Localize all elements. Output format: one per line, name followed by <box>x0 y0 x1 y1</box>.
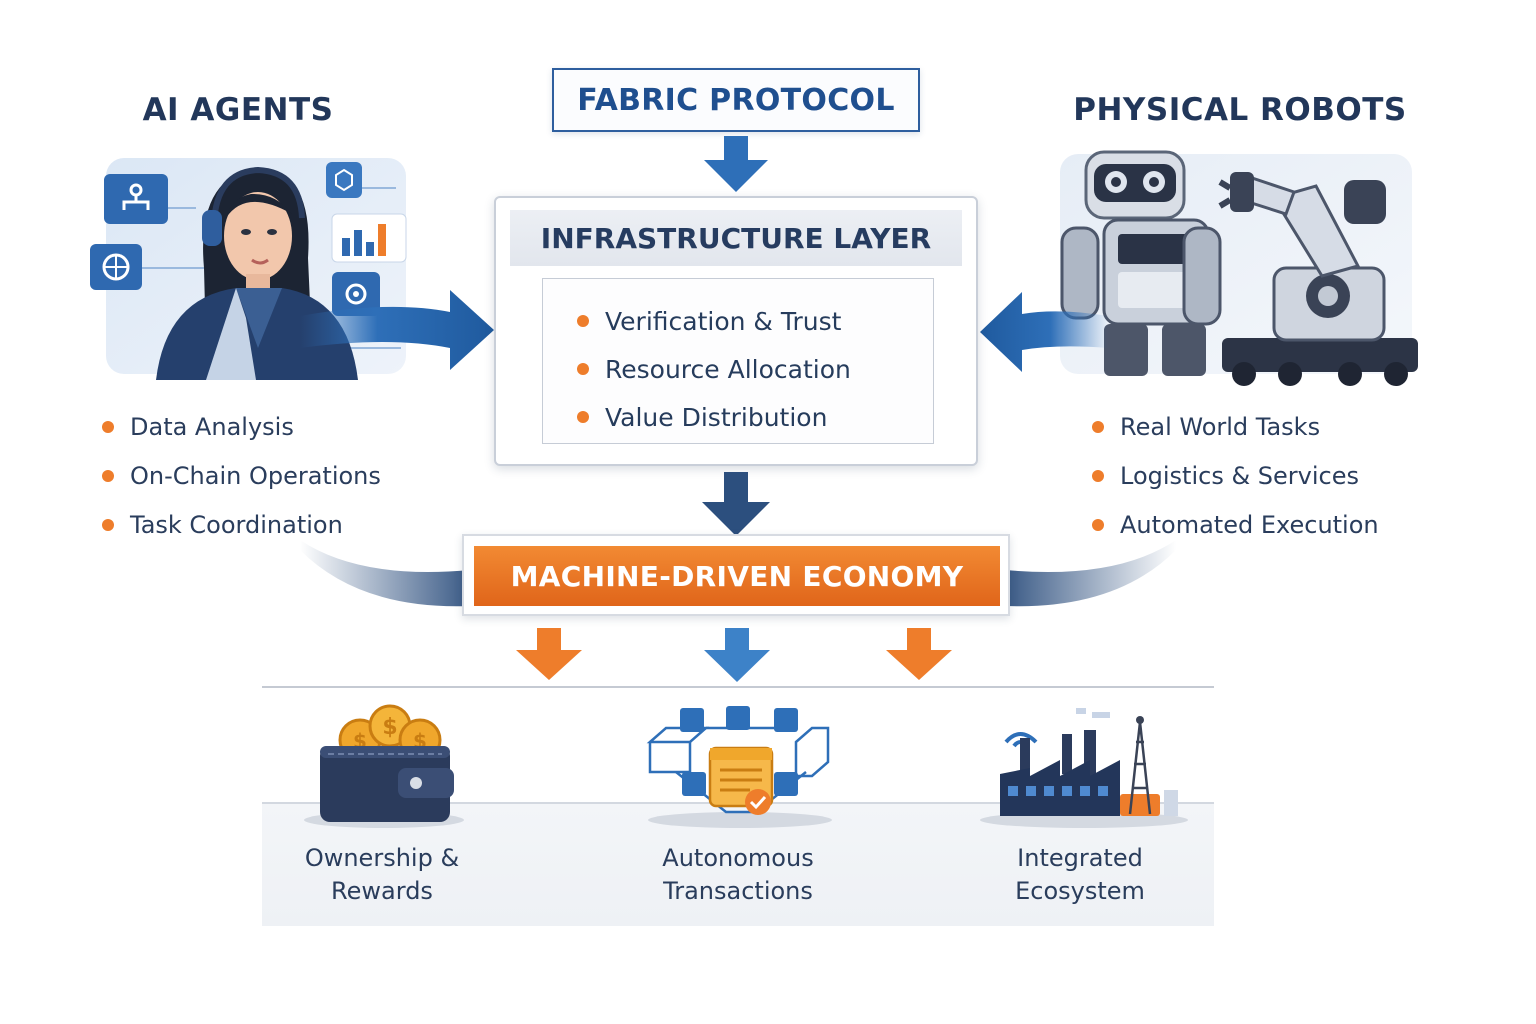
list-item-label: Real World Tasks <box>1120 412 1321 441</box>
caption-line: Rewards <box>331 877 433 905</box>
list-item: Real World Tasks <box>1092 402 1412 451</box>
arrow-left-icon <box>980 292 1108 372</box>
list-item-label: Data Analysis <box>130 412 294 441</box>
arrow-right-icon <box>300 290 494 370</box>
caption-line: Ownership & <box>304 844 460 872</box>
bullet-dot-icon <box>1092 420 1104 433</box>
outcome-caption: Integrated Ecosystem <box>960 842 1200 908</box>
bullet-dot-icon <box>577 363 589 375</box>
infrastructure-list: Verification & Trust Resource Allocation… <box>542 278 934 444</box>
arrow-down-orange-icon <box>886 628 952 680</box>
list-item: Value Distribution <box>577 393 933 441</box>
list-item: Task Coordination <box>102 500 422 549</box>
list-item-label: Verification & Trust <box>605 306 842 336</box>
physical-robots-title: PHYSICAL ROBOTS <box>1073 92 1407 128</box>
bullet-dot-icon <box>1092 469 1104 482</box>
ai-agents-title: AI AGENTS <box>142 92 334 128</box>
fabric-protocol-box: FABRIC PROTOCOL <box>552 68 920 132</box>
arrow-down-icon <box>702 472 770 536</box>
bullet-dot-icon <box>102 420 114 433</box>
caption-line: Integrated <box>1017 844 1143 872</box>
caption-line: Ecosystem <box>1015 877 1145 905</box>
arrow-down-orange-icon <box>516 628 582 680</box>
list-item: Resource Allocation <box>577 345 933 393</box>
outcome-caption: Ownership & Rewards <box>262 842 502 908</box>
list-item: Data Analysis <box>102 402 422 451</box>
fabric-protocol-label: FABRIC PROTOCOL <box>577 82 895 118</box>
ai-agents-list: Data Analysis On-Chain Operations Task C… <box>102 402 422 549</box>
list-item-label: Task Coordination <box>130 510 343 539</box>
arrow-down-icon <box>704 136 768 192</box>
blockchain-document-icon <box>646 706 832 828</box>
list-item: On-Chain Operations <box>102 451 422 500</box>
list-item-label: Resource Allocation <box>605 354 851 384</box>
physical-robots-list: Real World Tasks Logistics & Services Au… <box>1092 402 1412 549</box>
caption-line: Autonomous <box>662 844 814 872</box>
left-sweep-connector <box>300 540 470 607</box>
bullet-dot-icon <box>577 411 589 423</box>
list-item-label: Value Distribution <box>605 402 828 432</box>
caption-line: Transactions <box>663 877 813 905</box>
arrow-down-blue-icon <box>704 628 770 682</box>
infrastructure-header: INFRASTRUCTURE LAYER <box>510 210 962 266</box>
divider <box>262 686 1214 688</box>
list-item: Verification & Trust <box>577 297 933 345</box>
outcome-caption: Autonomous Transactions <box>618 842 858 908</box>
list-item-label: Automated Execution <box>1120 510 1379 539</box>
bullet-dot-icon <box>577 315 589 327</box>
svg-text:$: $ <box>382 715 397 740</box>
ai-agent-illustration <box>90 158 407 380</box>
factory-tower-icon <box>980 708 1188 828</box>
list-item-label: On-Chain Operations <box>130 461 381 490</box>
bullet-dot-icon <box>102 469 114 482</box>
robots-illustration <box>1060 150 1418 386</box>
list-item-label: Logistics & Services <box>1120 461 1359 490</box>
right-sweep-connector <box>1006 540 1176 607</box>
machine-economy-banner: MACHINE-DRIVEN ECONOMY <box>474 546 1000 606</box>
bullet-dot-icon <box>102 518 114 531</box>
bullet-dot-icon <box>1092 518 1104 531</box>
infrastructure-title: INFRASTRUCTURE LAYER <box>540 221 932 255</box>
machine-economy-title: MACHINE-DRIVEN ECONOMY <box>510 559 964 593</box>
wallet-coins-icon: $ $ $ <box>304 704 464 828</box>
machine-economy-box: MACHINE-DRIVEN ECONOMY <box>462 534 1010 616</box>
list-item: Logistics & Services <box>1092 451 1412 500</box>
infrastructure-layer-box: INFRASTRUCTURE LAYER Verification & Trus… <box>494 196 978 466</box>
list-item: Automated Execution <box>1092 500 1412 549</box>
